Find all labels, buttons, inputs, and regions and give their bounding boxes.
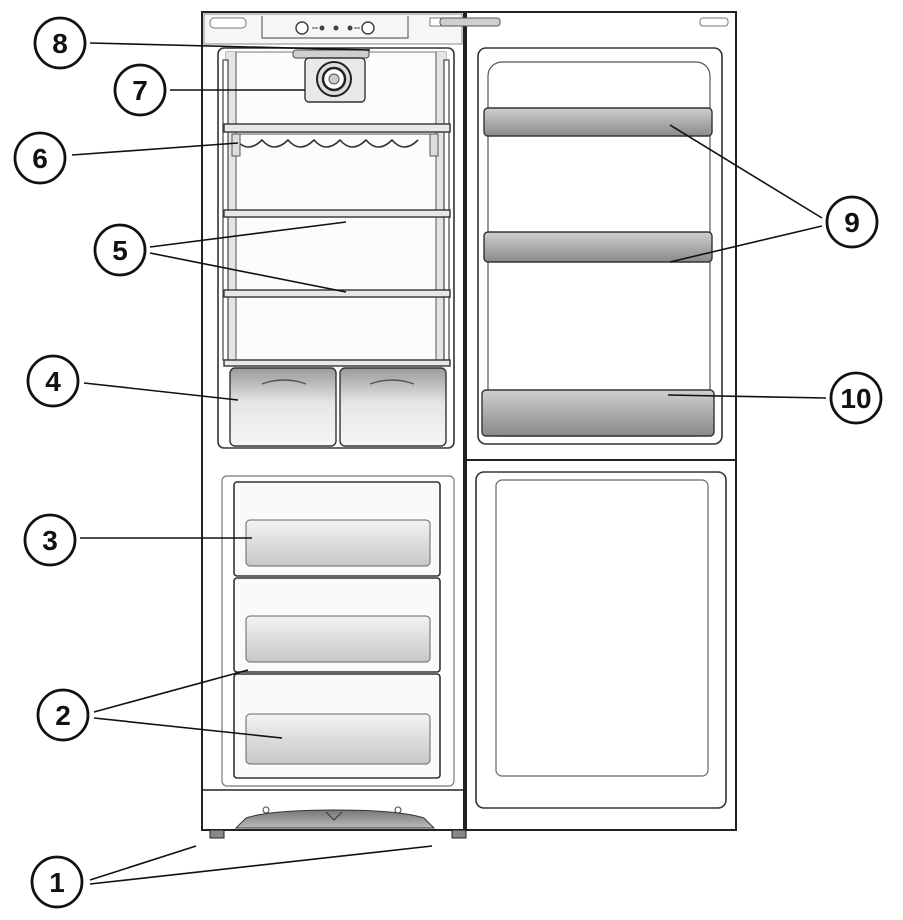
crisper-drawers — [229, 367, 447, 447]
thermostat-unit — [304, 57, 366, 103]
callout-8: 8 — [33, 16, 87, 70]
control-panel — [203, 13, 463, 45]
leader-lines — [71, 42, 827, 885]
adjustable-feet — [209, 829, 467, 839]
door-handle — [439, 17, 501, 27]
bottle-balcony — [481, 389, 715, 437]
fridge-cabinet — [201, 11, 467, 839]
callout-5: 5 — [93, 223, 147, 277]
freezer-door — [465, 459, 737, 831]
callout-2: 2 — [36, 688, 90, 742]
callout-6: 6 — [13, 131, 67, 185]
callout-4-label: 4 — [45, 366, 61, 397]
knob-icon — [295, 21, 309, 35]
callout-10: 10 — [829, 371, 883, 425]
wine-rack-shelf — [223, 123, 451, 157]
freezer-drawers — [233, 481, 441, 779]
callout-7-label: 7 — [132, 75, 148, 106]
fridge-door — [439, 11, 737, 831]
callout-4: 4 — [26, 354, 80, 408]
light-cover — [292, 49, 370, 59]
door-balconies — [483, 107, 713, 263]
callout-6-label: 6 — [32, 143, 48, 174]
base-plate — [202, 789, 464, 829]
knob-icon — [361, 21, 375, 35]
callout-9: 9 — [825, 195, 879, 249]
callout-1-label: 1 — [49, 867, 65, 898]
callout-3-label: 3 — [42, 525, 58, 556]
callout-10-label: 10 — [840, 383, 871, 414]
callout-2-label: 2 — [55, 700, 71, 731]
callout-3: 3 — [23, 513, 77, 567]
callout-5-label: 5 — [112, 235, 128, 266]
callout-1: 1 — [30, 855, 84, 909]
callout-9-label: 9 — [844, 207, 860, 238]
callout-7: 7 — [113, 63, 167, 117]
callout-8-label: 8 — [52, 28, 68, 59]
